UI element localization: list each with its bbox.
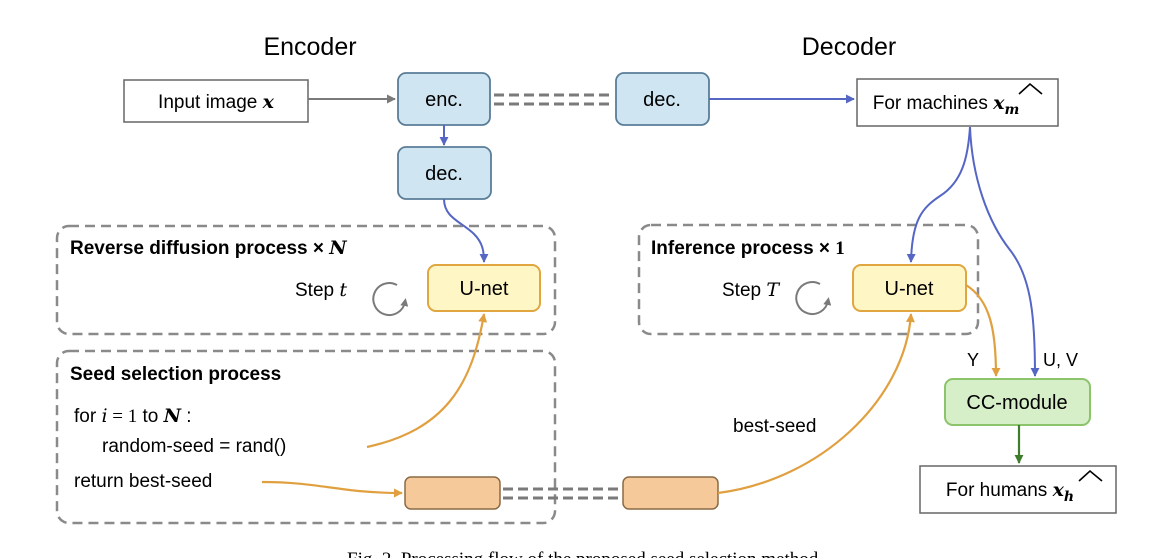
arrow-seed-to-unet-left bbox=[366, 313, 488, 449]
for-humans-sub: h bbox=[1064, 489, 1074, 505]
inference-count: 1 bbox=[835, 238, 845, 259]
seed-for-var-n: N bbox=[163, 405, 182, 427]
uv-label: U, V bbox=[1043, 350, 1078, 370]
cc-module-label: CC-module bbox=[966, 392, 1067, 414]
reverse-diffusion-group bbox=[55, 224, 557, 336]
seed-return-line: return best-seed bbox=[74, 471, 212, 492]
best-seed-label: best-seed bbox=[733, 416, 816, 437]
step-t-label: Step t bbox=[295, 279, 347, 301]
decoder-block-top-label: dec. bbox=[643, 89, 681, 111]
step-T-var: T bbox=[766, 279, 780, 301]
unet-left-label: U-net bbox=[460, 278, 509, 300]
for-machines-box bbox=[856, 78, 1059, 127]
input-image-var: x bbox=[262, 91, 275, 113]
for-humans-var: x bbox=[1052, 479, 1065, 501]
y-label: Y bbox=[967, 350, 979, 370]
arrow-machines-to-unet-right bbox=[906, 126, 971, 263]
seed-block-right bbox=[622, 476, 719, 510]
step-t-var: t bbox=[339, 279, 347, 301]
for-humans-hat bbox=[1078, 469, 1103, 482]
for-machines-var: x bbox=[992, 92, 1005, 114]
seed-block-left bbox=[404, 476, 501, 510]
seed-selection-title: Seed selection process bbox=[70, 364, 281, 385]
seed-selection-group bbox=[55, 349, 557, 525]
reverse-diffusion-title: Reverse diffusion process × N bbox=[70, 237, 347, 259]
inference-group bbox=[637, 223, 980, 336]
seed-for-line: for i = 1 to N : bbox=[74, 405, 192, 427]
input-image-label: Input image x bbox=[158, 91, 275, 113]
arrow-best-seed-to-block bbox=[261, 480, 403, 498]
cc-module bbox=[944, 378, 1091, 426]
seed-for-var-i: i bbox=[101, 405, 107, 427]
for-machines-sub: m bbox=[1004, 102, 1019, 118]
seed-random-line: random-seed = rand() bbox=[102, 436, 286, 457]
figure-caption: Fig. 2. Processing flow of the proposed … bbox=[347, 549, 823, 558]
for-humans-label: For humans xh bbox=[946, 479, 1074, 505]
loop-icon-right bbox=[795, 281, 832, 316]
decoder-block-mid-label: dec. bbox=[425, 163, 463, 185]
arrow-dec-to-unet-left bbox=[443, 198, 489, 263]
for-machines-label: For machines xm bbox=[873, 92, 1020, 118]
inference-title: Inference process × 1 bbox=[651, 238, 845, 259]
arrow-machines-to-cc-uv bbox=[969, 126, 1040, 377]
reverse-diffusion-var: N bbox=[328, 237, 347, 259]
decoder-heading: Decoder bbox=[802, 33, 897, 61]
input-image-box bbox=[123, 79, 309, 123]
unet-right-label: U-net bbox=[885, 278, 934, 300]
step-T-label: Step T bbox=[722, 279, 780, 301]
arrow-unet-to-cc-y bbox=[965, 284, 1001, 377]
for-machines-hat bbox=[1018, 82, 1043, 95]
for-humans-box bbox=[919, 465, 1117, 514]
encoder-block-label: enc. bbox=[425, 89, 463, 111]
unet-left bbox=[427, 264, 541, 312]
unet-right bbox=[852, 264, 967, 312]
arrow-block-to-unet-right bbox=[717, 313, 915, 495]
loop-icon-left bbox=[372, 282, 409, 317]
encoder-heading: Encoder bbox=[263, 33, 356, 61]
